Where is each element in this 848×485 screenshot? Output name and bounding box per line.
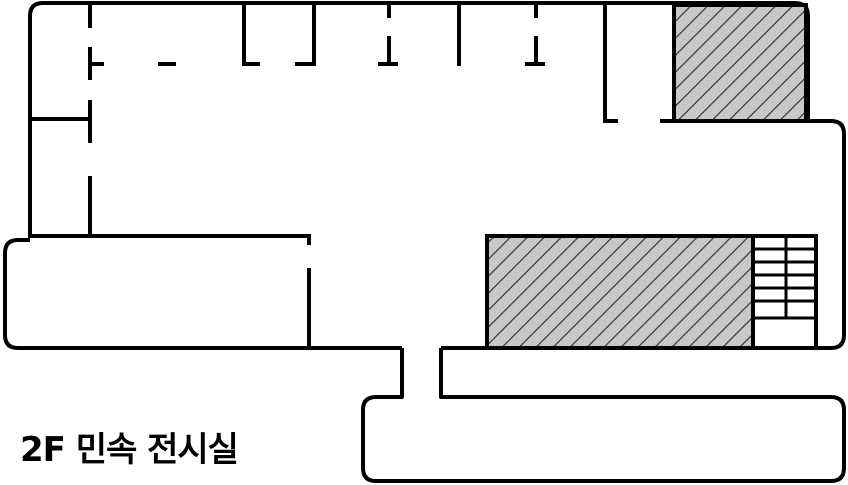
floor-title: 2F 민속 전시실 [20,430,239,470]
restricted-area-top-right [672,3,808,123]
annex-room-wall [361,348,846,483]
restricted-area-center-right [485,234,755,350]
stairs [751,234,818,350]
interior-walls [28,3,676,350]
